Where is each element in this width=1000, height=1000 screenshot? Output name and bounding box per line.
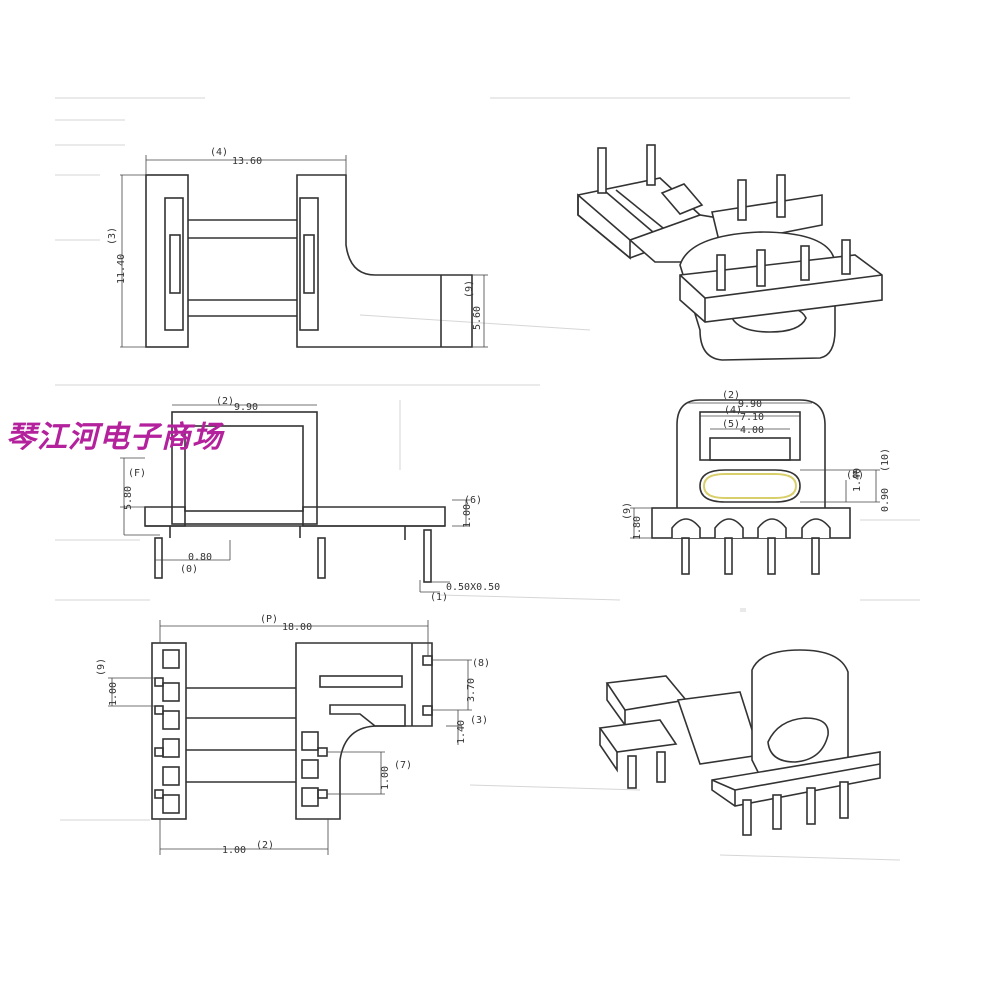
scan-background (55, 97, 920, 861)
front-left-value: 1.80 (632, 516, 643, 540)
bottom-r3-value: 1.00 (380, 766, 391, 790)
bottom-r2-label: (3) (470, 715, 488, 726)
side-pitch-value: 0.80 (188, 552, 212, 563)
top-height-value: 11.40 (116, 254, 127, 284)
side-left-label: (F) (128, 468, 146, 479)
front-right-label: (10) (880, 448, 891, 472)
front-left-label: (9) (622, 502, 633, 520)
side-right-label: (6) (464, 495, 482, 506)
right-pin-pads (301, 731, 328, 807)
top-height-label: (3) (107, 227, 118, 245)
side-pin-label: (1) (430, 592, 448, 603)
front-pins (671, 518, 831, 575)
top-view: (4) 13.60 (3) 11.40 (9) 5.60 (107, 147, 488, 348)
front-d2-value: 7.10 (740, 412, 764, 423)
bottom-pitch-label: (9) (96, 658, 107, 676)
front-right-value: 0.90 (880, 488, 891, 512)
left-pin-pads (154, 649, 180, 814)
side-left-value: 5.80 (123, 486, 134, 510)
front-d1-value: 9.90 (738, 399, 762, 410)
front-view: (2) 9.90 (4) 7.10 (5) 4.00 (8) 1.40 (10)… (622, 390, 891, 575)
watermark-text: 琴江河电子商场 (6, 420, 223, 455)
top-width-value: 13.60 (232, 156, 262, 167)
side-right-value: 1.00 (462, 504, 473, 528)
bottom-pitch-value: 1.00 (108, 682, 119, 706)
bottom-r1-value: 3.70 (466, 678, 477, 702)
side-pitch-label: (0) (180, 564, 198, 575)
front-d1-label: (2) (722, 390, 740, 401)
front-slot-value: 1.40 (852, 468, 863, 492)
bottom-bottom-value: 1.00 (222, 845, 246, 856)
bottom-r3-label: (7) (394, 760, 412, 771)
bottom-bottom-label: (2) (256, 840, 274, 851)
side-top-value: 9.90 (234, 402, 258, 413)
front-d2-label: (4) (724, 405, 742, 416)
side-top-label: (2) (216, 396, 234, 407)
bottom-view: (P) 18.00 (9) 1.00 (8) 3.70 (3) 1.40 (7)… (96, 614, 490, 856)
front-slot-label: (8) (846, 470, 864, 481)
bottom-overall-value: 18.00 (282, 622, 312, 633)
bottom-overall-label: (P) (260, 614, 278, 625)
top-tab-value: 5.60 (472, 306, 483, 330)
front-d3-value: 4.00 (740, 425, 764, 436)
isometric-view-bottom (598, 649, 881, 836)
side-pin-value: 0.50X0.50 (446, 582, 500, 593)
front-d3-label: (5) (722, 419, 740, 430)
top-width-label: (4) (210, 147, 228, 158)
side-view: (2) 9.90 (F) 5.80 0.80 (0) (6) 1.00 0.50… (120, 396, 500, 603)
isometric-view-top (577, 144, 883, 361)
bottom-r1-label: (8) (472, 658, 490, 669)
top-tab-label: (9) (464, 280, 475, 298)
bottom-r2-value: 1.40 (456, 720, 467, 744)
